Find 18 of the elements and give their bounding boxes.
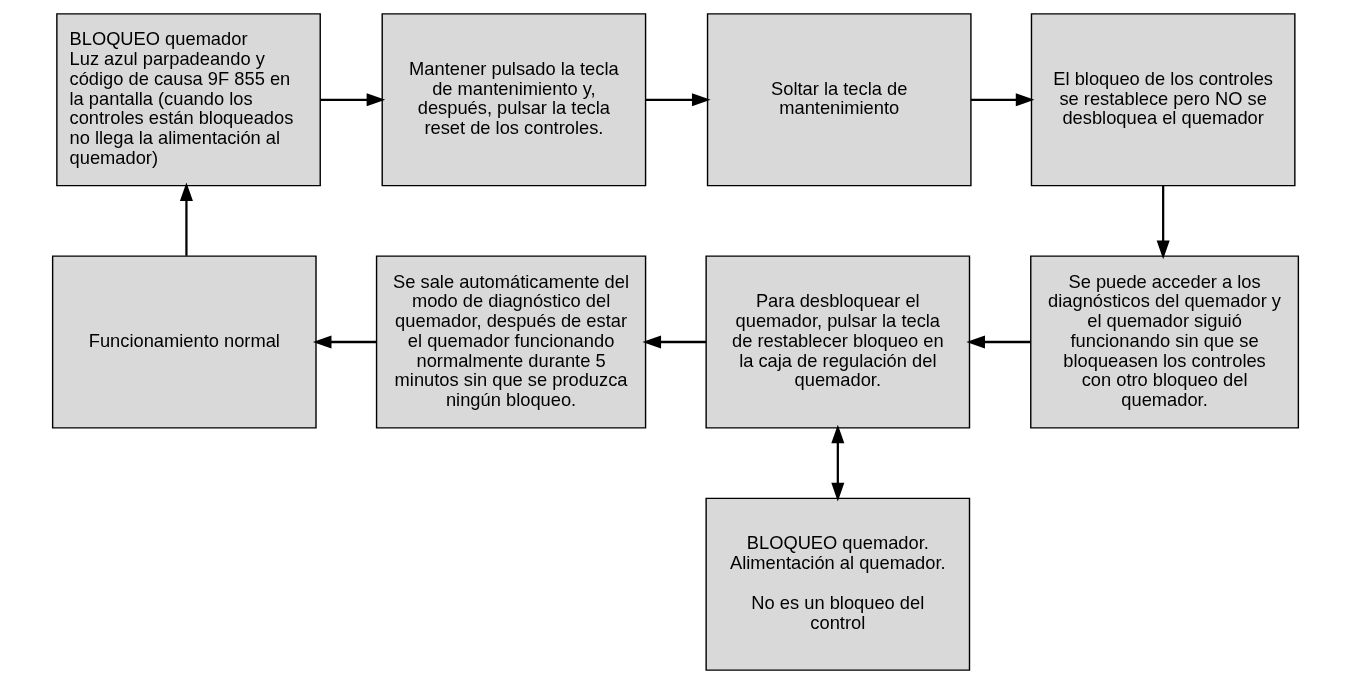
arrow — [830, 424, 844, 502]
node-box: BLOQUEO quemador Luz azul parpadeando y código de causa 9F 855 en la pantalla (cuando los controles están bloqueados no llega la alimentación al quemador) — [55, 13, 321, 187]
arrow — [312, 335, 376, 349]
arrow — [641, 335, 706, 349]
node-box: Mantener pulsado la tecla de mantenimiento y, después, pulsar la tecla reset de los controles. — [381, 13, 646, 187]
arrow — [319, 93, 385, 107]
arrow — [179, 182, 193, 256]
node-box: El bloqueo de los controles se restablece pero NO se desbloquea el quemador — [1030, 13, 1296, 187]
node-box: Funcionamiento normal — [51, 255, 317, 429]
arrow — [965, 335, 1030, 349]
arrow — [1156, 185, 1170, 260]
node-box: Para desbloquear el quemador, pulsar la tecla de restablecer bloqueo en la caja de regulación del quemador. — [704, 255, 970, 429]
node-box: Se puede acceder a los diagnósticos del quemador y el quemador siguió funcionando sin que se bloqueasen los controles con otro bloqueo del quemador. — [1029, 255, 1299, 429]
node-box: Se sale automáticamente del modo de diagnóstico del quemador, después de estar el quemador funcionando normalmente durante 5 minutos sin que se produzca ningún bloqueo. — [375, 255, 646, 429]
node-box: BLOQUEO quemador. Alimentación al quemador. No es un bloqueo del control — [704, 497, 970, 671]
node-box: Soltar la tecla de mantenimiento — [706, 13, 972, 187]
arrow — [970, 93, 1034, 107]
arrow — [645, 93, 711, 107]
